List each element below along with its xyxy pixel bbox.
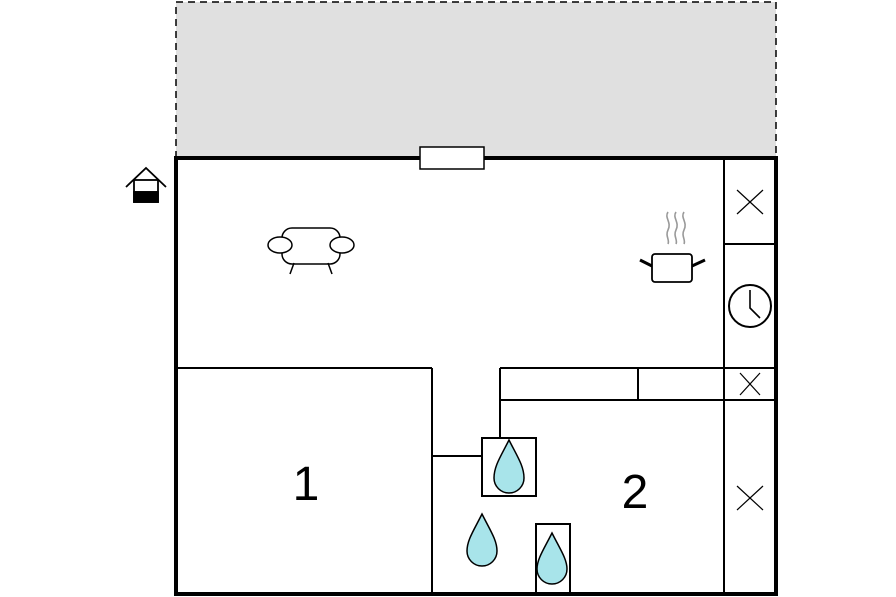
room-1-label: 1 xyxy=(293,458,320,511)
water-drop-icon xyxy=(493,438,525,494)
sofa-icon xyxy=(267,227,355,275)
window xyxy=(419,146,485,170)
water-drop-icon xyxy=(536,531,568,585)
interior-walls xyxy=(176,158,776,595)
room-2-label: 2 xyxy=(622,466,649,519)
cross-mark-icon xyxy=(739,372,761,396)
cross-mark-icon xyxy=(736,485,764,511)
clock-icon xyxy=(728,284,772,328)
cooking-pot-icon xyxy=(639,211,706,283)
terrace-area xyxy=(175,1,777,159)
cross-mark-icon xyxy=(736,189,764,215)
water-drop-icon xyxy=(466,512,498,567)
entrance-house-icon xyxy=(125,166,167,203)
